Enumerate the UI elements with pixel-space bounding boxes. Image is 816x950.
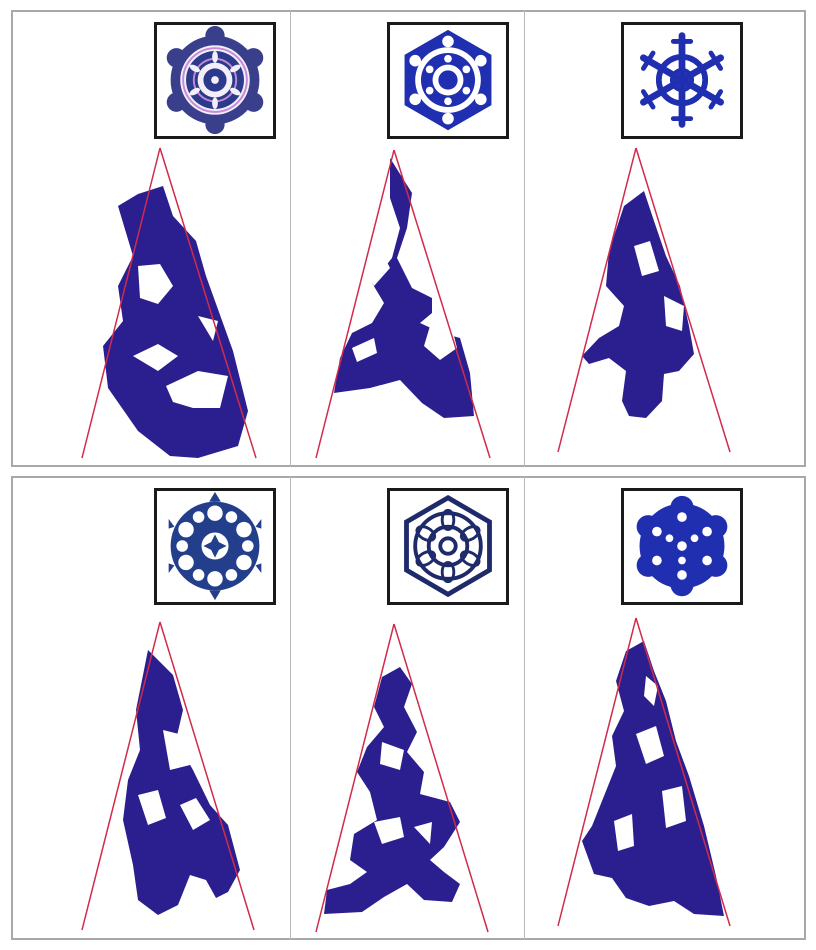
folded-cut-template-6-icon <box>554 616 734 928</box>
snowflake-pattern-6-icon <box>621 488 743 605</box>
column-divider <box>524 476 525 940</box>
snowflake-pattern-3-icon <box>621 22 743 139</box>
column-divider <box>290 10 291 467</box>
column-divider <box>524 10 525 467</box>
folded-cut-template-2-icon <box>312 148 492 460</box>
snowflake-pattern-1-icon <box>154 22 276 139</box>
snowflake-pattern-2-icon <box>387 22 509 139</box>
snowflake-pattern-5-icon <box>387 488 509 605</box>
folded-cut-template-4-icon <box>78 620 258 932</box>
column-divider <box>290 476 291 940</box>
folded-cut-template-1-icon <box>78 146 258 461</box>
snowflake-pattern-4-icon <box>154 488 276 605</box>
folded-cut-template-3-icon <box>554 146 734 454</box>
folded-cut-template-5-icon <box>312 622 492 934</box>
